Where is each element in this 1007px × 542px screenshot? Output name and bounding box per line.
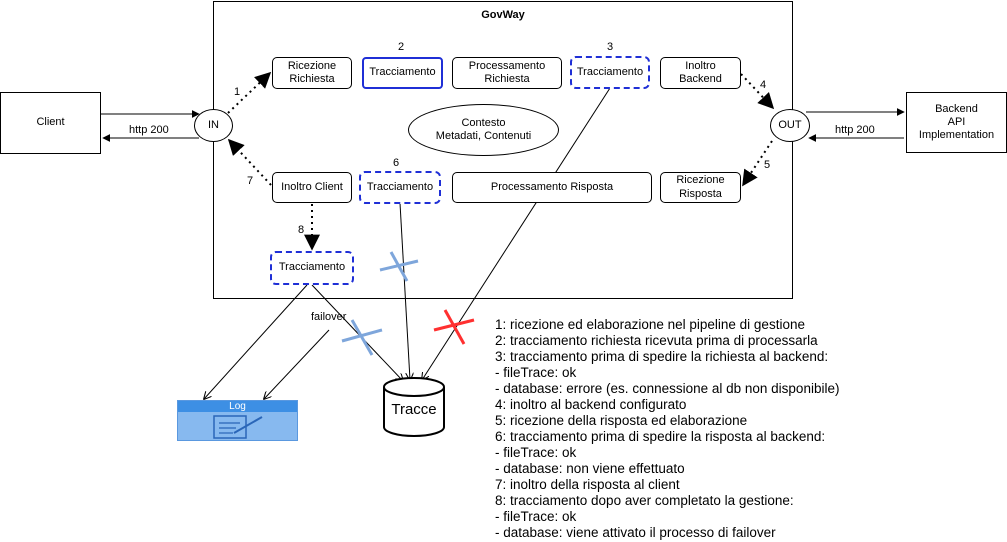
note-line: 6: tracciamento prima di spedire la risp… [495, 429, 826, 444]
tracciamento-3-box: Tracciamento [570, 56, 650, 89]
note-line: 4: inoltro al backend configurato [495, 397, 687, 412]
trace-8-to-tracce-line [311, 284, 403, 381]
backend-node: Backend API Implementation [906, 92, 1007, 153]
out-gateway: OUT [770, 109, 810, 142]
step-number-3: 3 [607, 41, 614, 53]
note-line: 1: ricezione ed elaborazione nel pipelin… [495, 317, 805, 332]
processamento-richiesta-box: Processamento Richiesta [452, 57, 562, 89]
processamento-risposta-box: Processamento Risposta [452, 172, 652, 203]
note-line: 3: tracciamento prima di spedire la rich… [495, 349, 829, 364]
note-line: - fileTrace: ok [495, 365, 577, 380]
ricezione-richiesta-box: Ricezione Richiesta [272, 57, 352, 89]
step-number-6: 6 [393, 157, 400, 169]
contesto-ellipse: Contesto Metadati, Contenuti [408, 104, 559, 156]
failover-label: failover [311, 311, 347, 323]
note-line: - database: non viene effettuato [495, 461, 685, 476]
step-number-8: 8 [298, 224, 305, 236]
blocked-cross-step-8 [341, 319, 383, 356]
http-200-client-label: http 200 [129, 124, 169, 136]
step-number-4: 4 [760, 79, 767, 91]
blocked-cross-step-6 [379, 251, 419, 282]
govway-title: GovWay [481, 9, 525, 21]
step-number-2: 2 [398, 41, 405, 53]
log-document-icon [213, 415, 263, 439]
error-cross-step-3 [433, 309, 475, 345]
client-node: Client [0, 92, 101, 154]
tracce-label: Tracce [391, 401, 437, 418]
trace-8-to-log-line [204, 284, 308, 399]
in-gateway: IN [194, 109, 233, 142]
note-line: - fileTrace: ok [495, 509, 577, 524]
http-200-backend-label: http 200 [835, 124, 875, 136]
step-7-arrow [227, 138, 272, 186]
trace-3-to-tracce-line [422, 87, 611, 380]
step-5-arrow [742, 140, 773, 187]
note-line: - database: errore (es. connessione al d… [495, 381, 840, 396]
inoltro-client-box: Inoltro Client [272, 172, 352, 203]
step-number-5: 5 [764, 159, 771, 171]
note-line: 7: inoltro della risposta al client [495, 477, 680, 492]
step-4-arrow [740, 73, 775, 110]
tracce-database-icon [383, 377, 445, 437]
tracciamento-6-box: Tracciamento [359, 171, 441, 204]
note-line: 5: ricezione della risposta ed elaborazi… [495, 413, 748, 428]
inoltro-backend-box: Inoltro Backend [660, 57, 741, 89]
note-line: 2: tracciamento richiesta ricevuta prima… [495, 333, 818, 348]
ricezione-risposta-box: Ricezione Risposta [660, 172, 741, 203]
failover-to-log-line [264, 329, 330, 399]
legend-notes: 1: ricezione ed elaborazione nel pipelin… [495, 317, 839, 541]
govway-container [213, 1, 793, 299]
log-file-icon: Log [177, 400, 298, 441]
step-1-arrow [227, 71, 272, 114]
note-line: 8: tracciamento dopo aver completato la … [495, 493, 794, 508]
trace-6-to-tracce-line [399, 202, 410, 380]
log-title: Log [178, 401, 297, 412]
tracciamento-8-box: Tracciamento [270, 251, 354, 285]
tracciamento-2-box: Tracciamento [362, 57, 443, 89]
step-number-7: 7 [247, 175, 254, 187]
note-line: - database: viene attivato il processo d… [495, 525, 776, 540]
step-number-1: 1 [234, 86, 241, 98]
note-line: - fileTrace: ok [495, 445, 577, 460]
